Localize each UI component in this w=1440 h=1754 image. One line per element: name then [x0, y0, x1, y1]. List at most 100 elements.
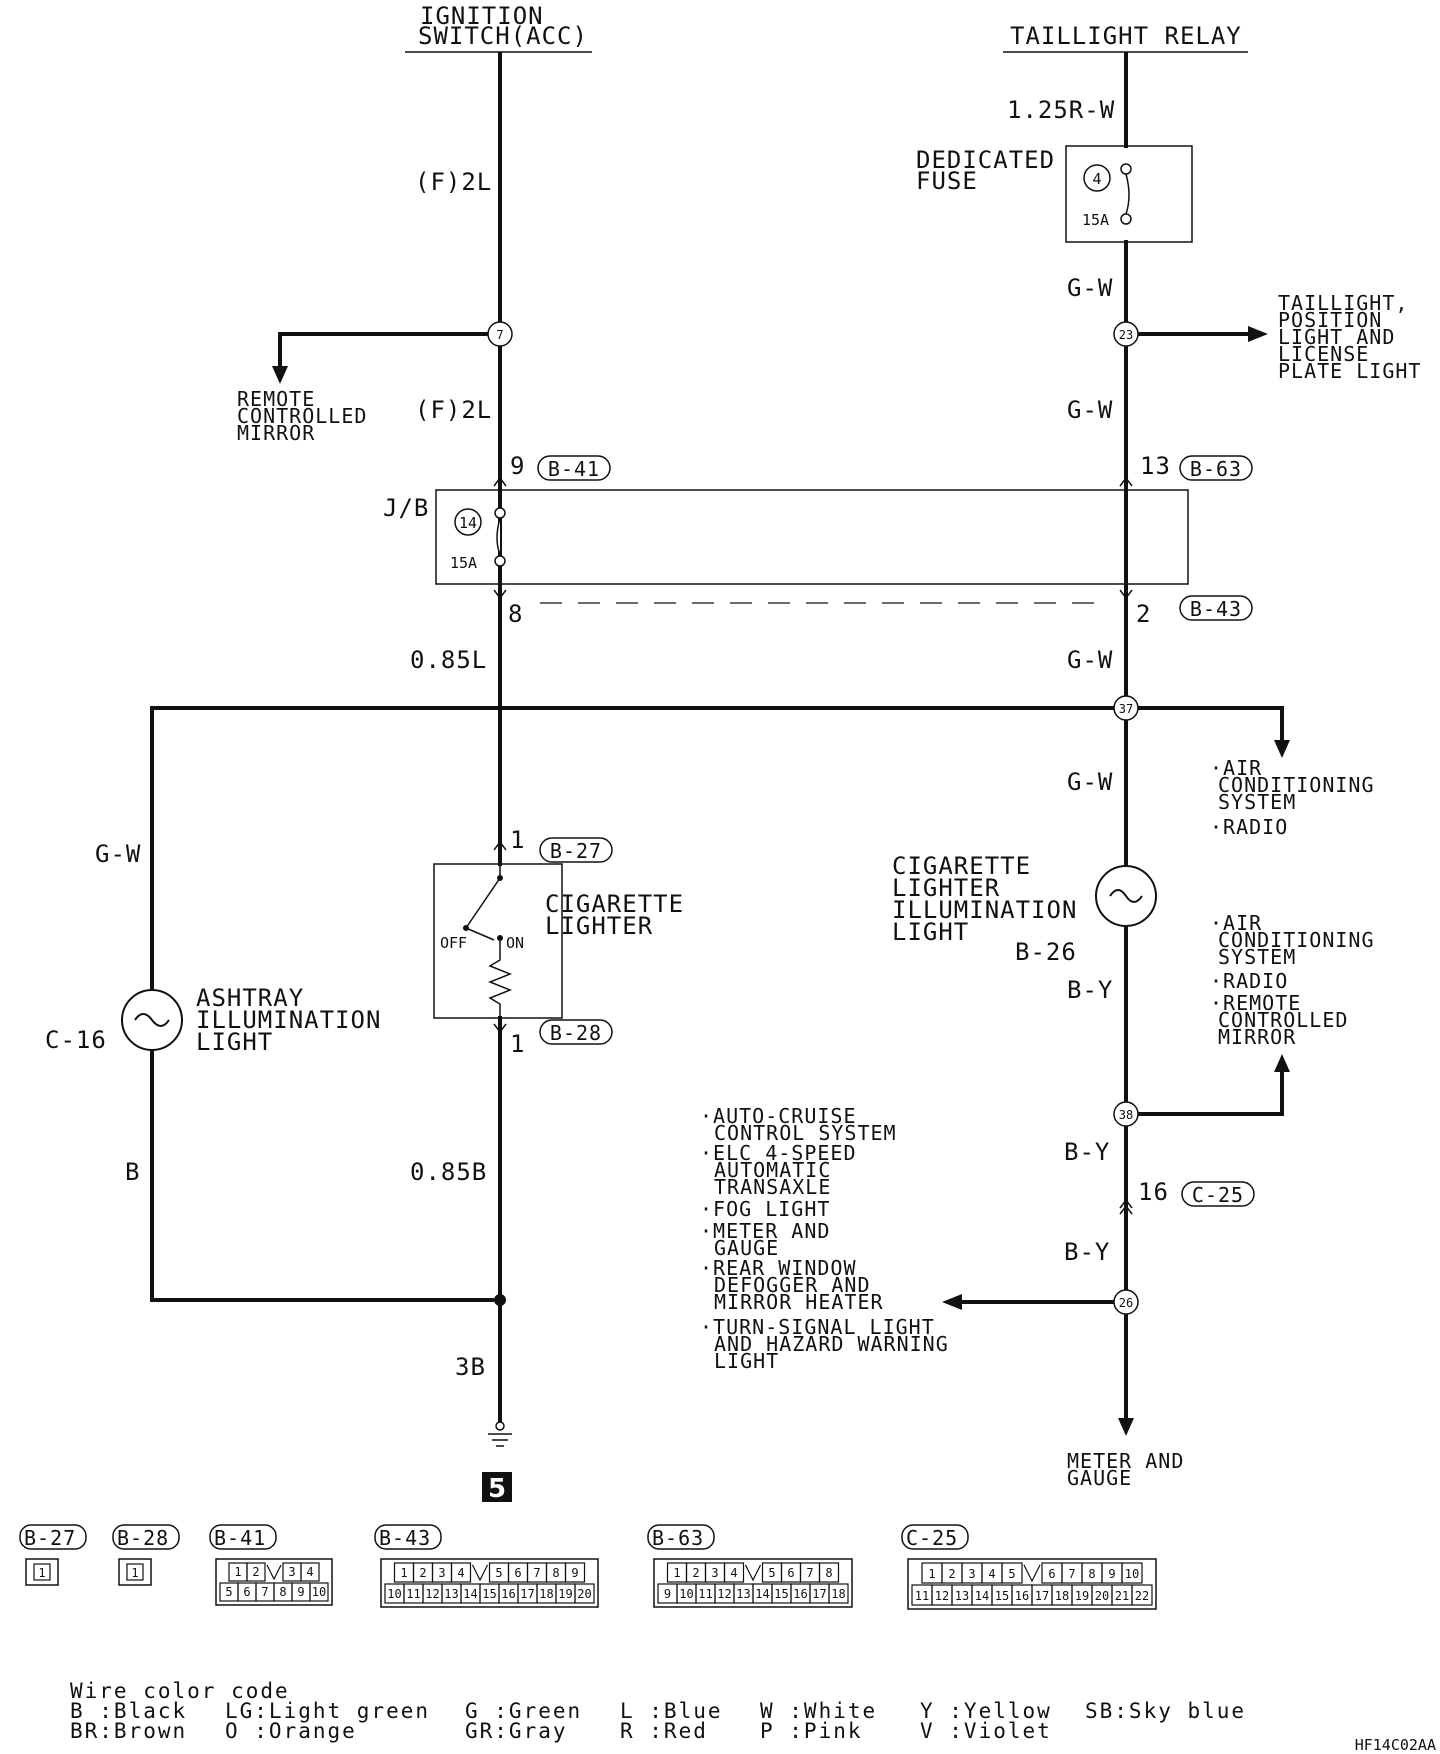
connector-face-pin-number: 1	[928, 1567, 935, 1581]
arrow-ac-radio	[1274, 740, 1290, 758]
connector-face-label: C-25	[906, 1526, 958, 1550]
connector-face-pin-number: 5	[495, 1566, 502, 1580]
dest26-11: MIRROR HEATER	[714, 1290, 884, 1314]
illum-id: B-26	[1015, 938, 1077, 966]
connector-face-pin	[564, 1562, 586, 1583]
jb-fuse-14	[494, 507, 506, 567]
dest38-4: ·RADIO	[1210, 969, 1288, 993]
arrow-pin2	[1119, 589, 1133, 600]
connector-face-label: B-27	[24, 1526, 76, 1550]
connector-face-pin-number: 7	[261, 1585, 268, 1599]
connector-face-pin-number: 11	[406, 1587, 420, 1601]
connector-face-pin	[818, 1562, 840, 1583]
connector-face-pin-number: 2	[692, 1566, 699, 1580]
jb-fuse-number: 14	[459, 514, 477, 532]
junction-26	[1113, 1289, 1139, 1315]
conn-tag-b43: B-43	[1179, 595, 1253, 621]
connector-face-pin-number: 14	[755, 1587, 769, 1601]
connector-face-pin	[300, 1562, 320, 1582]
connector-face-pin-number: 17	[1035, 1589, 1049, 1603]
connector-face-pin-number: 17	[812, 1587, 826, 1601]
arrow-pin9	[493, 476, 507, 487]
legend-title: Wire color code	[70, 1679, 290, 1703]
connector-face-key	[744, 1564, 762, 1582]
taillight-relay-label: TAILLIGHT RELAY	[1010, 22, 1242, 50]
connector-face-label: B-63	[652, 1526, 704, 1550]
ashtray-label-2: ILLUMINATION	[196, 1006, 381, 1034]
connector-face-shell	[907, 1558, 1157, 1610]
arrow-pin16-a	[1119, 1198, 1133, 1209]
lighter-switch-lever	[465, 877, 501, 929]
connector-face-pin-number: 20	[577, 1587, 591, 1601]
connector-face-b27: B-271	[19, 1524, 87, 1586]
legend-br: BR:Brown	[70, 1719, 187, 1743]
connector-face-pin-number: 3	[968, 1567, 975, 1581]
dest26-8: GAUGE	[714, 1236, 779, 1260]
wire-label-125rw: 1.25R-W	[1007, 96, 1115, 124]
dest38-5: ·REMOTE	[1210, 991, 1301, 1015]
connector-face-tag	[374, 1524, 442, 1550]
connector-face-pin-number: 17	[520, 1587, 534, 1601]
dest38-1: ·AIR	[1210, 911, 1262, 935]
dest37-2: CONDITIONING	[1218, 773, 1375, 797]
connector-face-pin-number: 6	[787, 1566, 794, 1580]
connector-face-pin-number: 15	[482, 1587, 496, 1601]
junction-7-label: 7	[496, 328, 503, 342]
conn-tag-c25: C-25	[1181, 1181, 1255, 1207]
connector-face-pin-number: 11	[698, 1587, 712, 1601]
wire-label-3b: 3B	[455, 1353, 486, 1381]
arrow-pin16-b	[1119, 1204, 1133, 1215]
legend-g: G :Green	[465, 1699, 582, 1723]
arrow-taillight	[1248, 326, 1268, 342]
connector-face-pin-number: 18	[831, 1587, 845, 1601]
connector-face-pin-number: 8	[552, 1566, 559, 1580]
legend-sb: SB:Sky blue	[1085, 1699, 1246, 1723]
dedicated-fuse-4	[1120, 163, 1132, 225]
lighter-heating-element	[487, 938, 513, 1016]
junction-23	[1113, 321, 1139, 347]
dest26-1: ·AUTO-CRUISE	[700, 1104, 857, 1128]
svg-text:B-41: B-41	[548, 457, 600, 481]
connector-face-pin-number: 3	[711, 1566, 718, 1580]
connector-face-pin-number: 19	[1075, 1589, 1089, 1603]
connector-face-pin	[33, 1563, 51, 1581]
connector-face-pin-number: 10	[679, 1587, 693, 1601]
jb-fuse-number-circle	[454, 508, 482, 536]
connector-face-pin-number: 8	[825, 1566, 832, 1580]
illum-label-4: LIGHT	[892, 918, 969, 946]
jb-label: J/B	[383, 494, 429, 522]
dest26-9: ·REAR WINDOW	[700, 1256, 857, 1280]
legend-w: W :White	[760, 1699, 877, 1723]
connector-face-pin-number: 2	[419, 1566, 426, 1580]
dest37-3: SYSTEM	[1218, 790, 1296, 814]
jb-fuse-amp: 15A	[450, 554, 477, 572]
connector-face-label: B-43	[379, 1526, 431, 1550]
connector-face-shell	[653, 1558, 853, 1608]
ground-terminal	[495, 1421, 505, 1431]
dest26-3: ·ELC 4-SPEED	[700, 1141, 857, 1165]
wire-label-gw-left: G-W	[95, 840, 141, 868]
connector-face-key	[266, 1564, 282, 1581]
ashtray-label-1: ASHTRAY	[196, 984, 304, 1012]
connector-face-shell	[118, 1558, 152, 1586]
legend-o: O :Orange	[225, 1719, 357, 1743]
dest26-12: ·TURN-SIGNAL LIGHT	[700, 1315, 935, 1339]
arrow-pin1b	[493, 1023, 507, 1034]
dedicated-fuse-label-2: FUSE	[916, 167, 978, 195]
ignition-switch-label-2: SWITCH(ACC)	[418, 22, 588, 50]
arrow-remote-mirror	[272, 366, 288, 384]
connector-face-pin-number: 4	[730, 1566, 737, 1580]
connector-face-tag	[901, 1524, 969, 1550]
connector-face-pin	[309, 1582, 329, 1602]
dest37-4: ·RADIO	[1210, 815, 1288, 839]
dest26-10: DEFOGGER AND	[714, 1273, 871, 1297]
lighter-off-label: OFF	[440, 934, 467, 952]
arrow-pin13	[1119, 476, 1133, 487]
connector-face-pin-number: 1	[400, 1566, 407, 1580]
svg-text:B-27: B-27	[550, 839, 602, 863]
taillight-dest-3: LIGHT AND	[1278, 325, 1395, 349]
taillight-dest-4: LICENSE	[1278, 342, 1369, 366]
junction-38	[1113, 1101, 1139, 1127]
connector-face-pin	[450, 1562, 472, 1583]
